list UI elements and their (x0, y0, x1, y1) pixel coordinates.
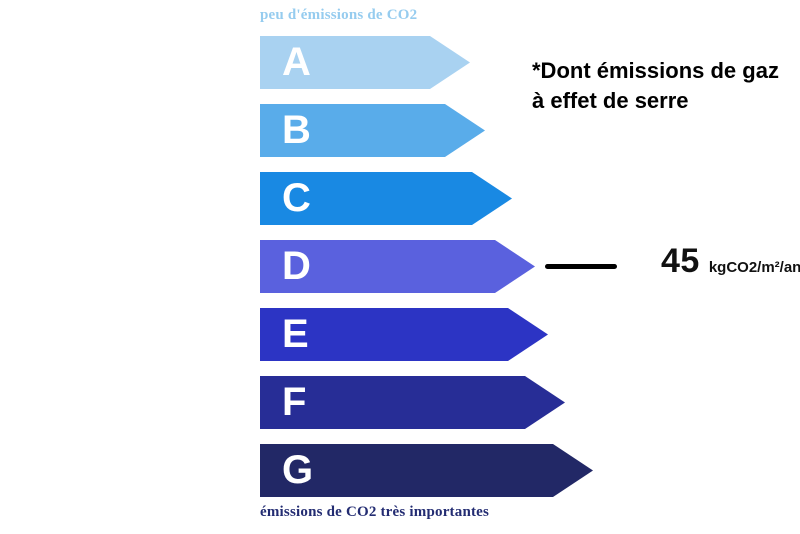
scale-bar-letter: C (282, 176, 311, 220)
scale-bar-letter: F (282, 380, 307, 424)
scale-bar-letter: A (282, 40, 311, 84)
scale-bar-letter: G (282, 448, 314, 492)
scale-bar-letter: B (282, 108, 311, 152)
low-emissions-label: peu d'émissions de CO2 (260, 7, 418, 23)
rating-indicator-line (545, 264, 617, 269)
scale-bar-b: B (260, 104, 485, 157)
rating-value: 45 (661, 242, 700, 280)
scale-bar-d: D (260, 240, 535, 293)
greenhouse-gas-note: *Dont émissions de gaz à effet de serre (532, 58, 779, 113)
high-emissions-label: émissions de CO2 très importantes (260, 504, 490, 520)
scale-bar-g: G (260, 444, 593, 497)
scale-bar-c: C (260, 172, 512, 225)
scale-bar-e: E (260, 308, 548, 361)
scale-bar-a: A (260, 36, 470, 89)
rating-value-group: 45 kgCO2/m²/an (661, 242, 800, 281)
scale-bar-letter: E (282, 312, 309, 356)
scale-bar-letter: D (282, 244, 311, 288)
scale-bar-f: F (260, 376, 565, 429)
rating-unit: kgCO2/m²/an (708, 259, 800, 276)
